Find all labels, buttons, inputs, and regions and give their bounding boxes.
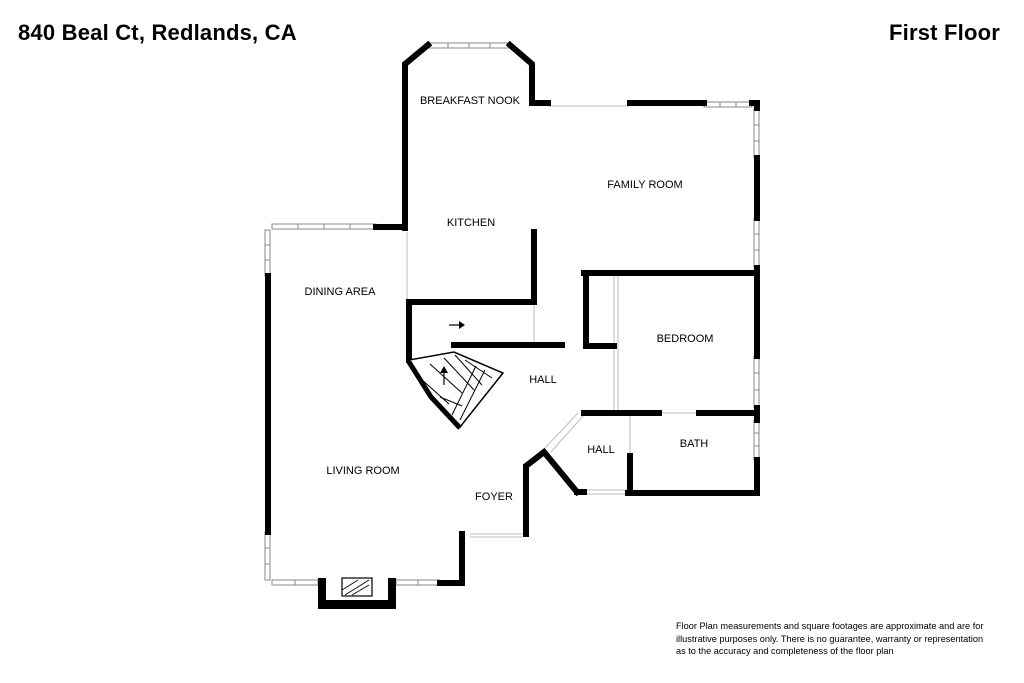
room-label-dining-area: DINING AREA	[305, 286, 377, 298]
disclaimer-text: Floor Plan measurements and square foota…	[676, 620, 1016, 658]
disclaimer-line-2: illustrative purposes only. There is no …	[676, 633, 984, 644]
floor-label: First Floor	[889, 20, 1000, 45]
fireplace	[318, 577, 396, 609]
room-label-living-room: LIVING ROOM	[326, 465, 399, 477]
room-label-hall-small: HALL	[587, 444, 615, 456]
room-label-kitchen: KITCHEN	[447, 217, 495, 229]
room-label-breakfast-nook: BREAKFAST NOOK	[420, 95, 521, 107]
room-label-hall: HALL	[529, 374, 557, 386]
property-address: 840 Beal Ct, Redlands, CA	[18, 20, 297, 45]
room-labels: BREAKFAST NOOK FAMILY ROOM KITCHEN DININ…	[305, 95, 714, 503]
walls	[265, 40, 760, 586]
disclaimer-line-1: Floor Plan measurements and square foota…	[676, 621, 984, 631]
room-label-bath: BATH	[680, 438, 709, 450]
thin-lines	[406, 105, 699, 538]
room-label-foyer: FOYER	[475, 491, 513, 503]
room-label-bedroom: BEDROOM	[657, 333, 714, 345]
disclaimer-line-3: as to the accuracy and completeness of t…	[676, 646, 894, 656]
room-label-family-room: FAMILY ROOM	[607, 179, 682, 191]
staircase	[406, 321, 505, 430]
windows	[264, 42, 760, 586]
